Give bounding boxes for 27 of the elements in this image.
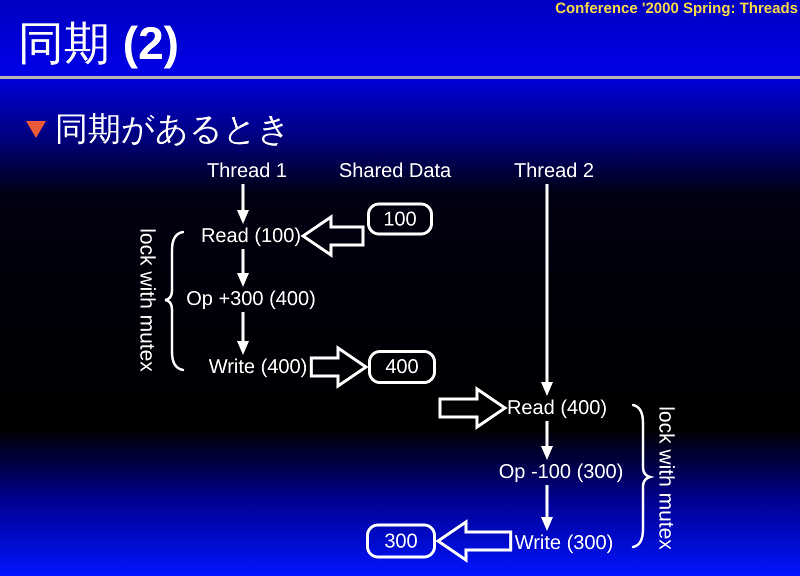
block-arrow (435, 519, 512, 563)
arrow (237, 312, 249, 355)
value-box: 100 (367, 202, 433, 236)
block-arrow (438, 386, 508, 430)
block-arrow (300, 214, 364, 258)
arrow (237, 249, 249, 287)
arrow (541, 421, 553, 460)
vertical-label: lock with mutex (656, 406, 676, 550)
arrow (237, 184, 249, 224)
slide-title: 同期 (2) (18, 20, 180, 66)
arrow (541, 485, 553, 531)
arrow (541, 184, 553, 396)
step-label: Write (400) (208, 357, 308, 377)
column-heading: Shared Data (338, 161, 452, 181)
block-arrow (310, 345, 369, 389)
step-label: Write (300) (514, 533, 614, 553)
bullet-text: 同期があるとき (55, 112, 291, 145)
value-box: 300 (366, 524, 436, 558)
step-label: Read (100) (200, 226, 302, 246)
step-label: Read (400) (506, 398, 608, 418)
column-heading: Thread 2 (514, 161, 594, 181)
vertical-label: lock with mutex (136, 228, 158, 372)
step-label: Op +300 (400) (186, 289, 316, 309)
value-box: 400 (368, 350, 436, 384)
step-label: Op -100 (300) (498, 462, 624, 482)
header-text: Conference '2000 Spring: Threads (555, 1, 798, 18)
column-heading: Thread 1 (206, 161, 288, 181)
